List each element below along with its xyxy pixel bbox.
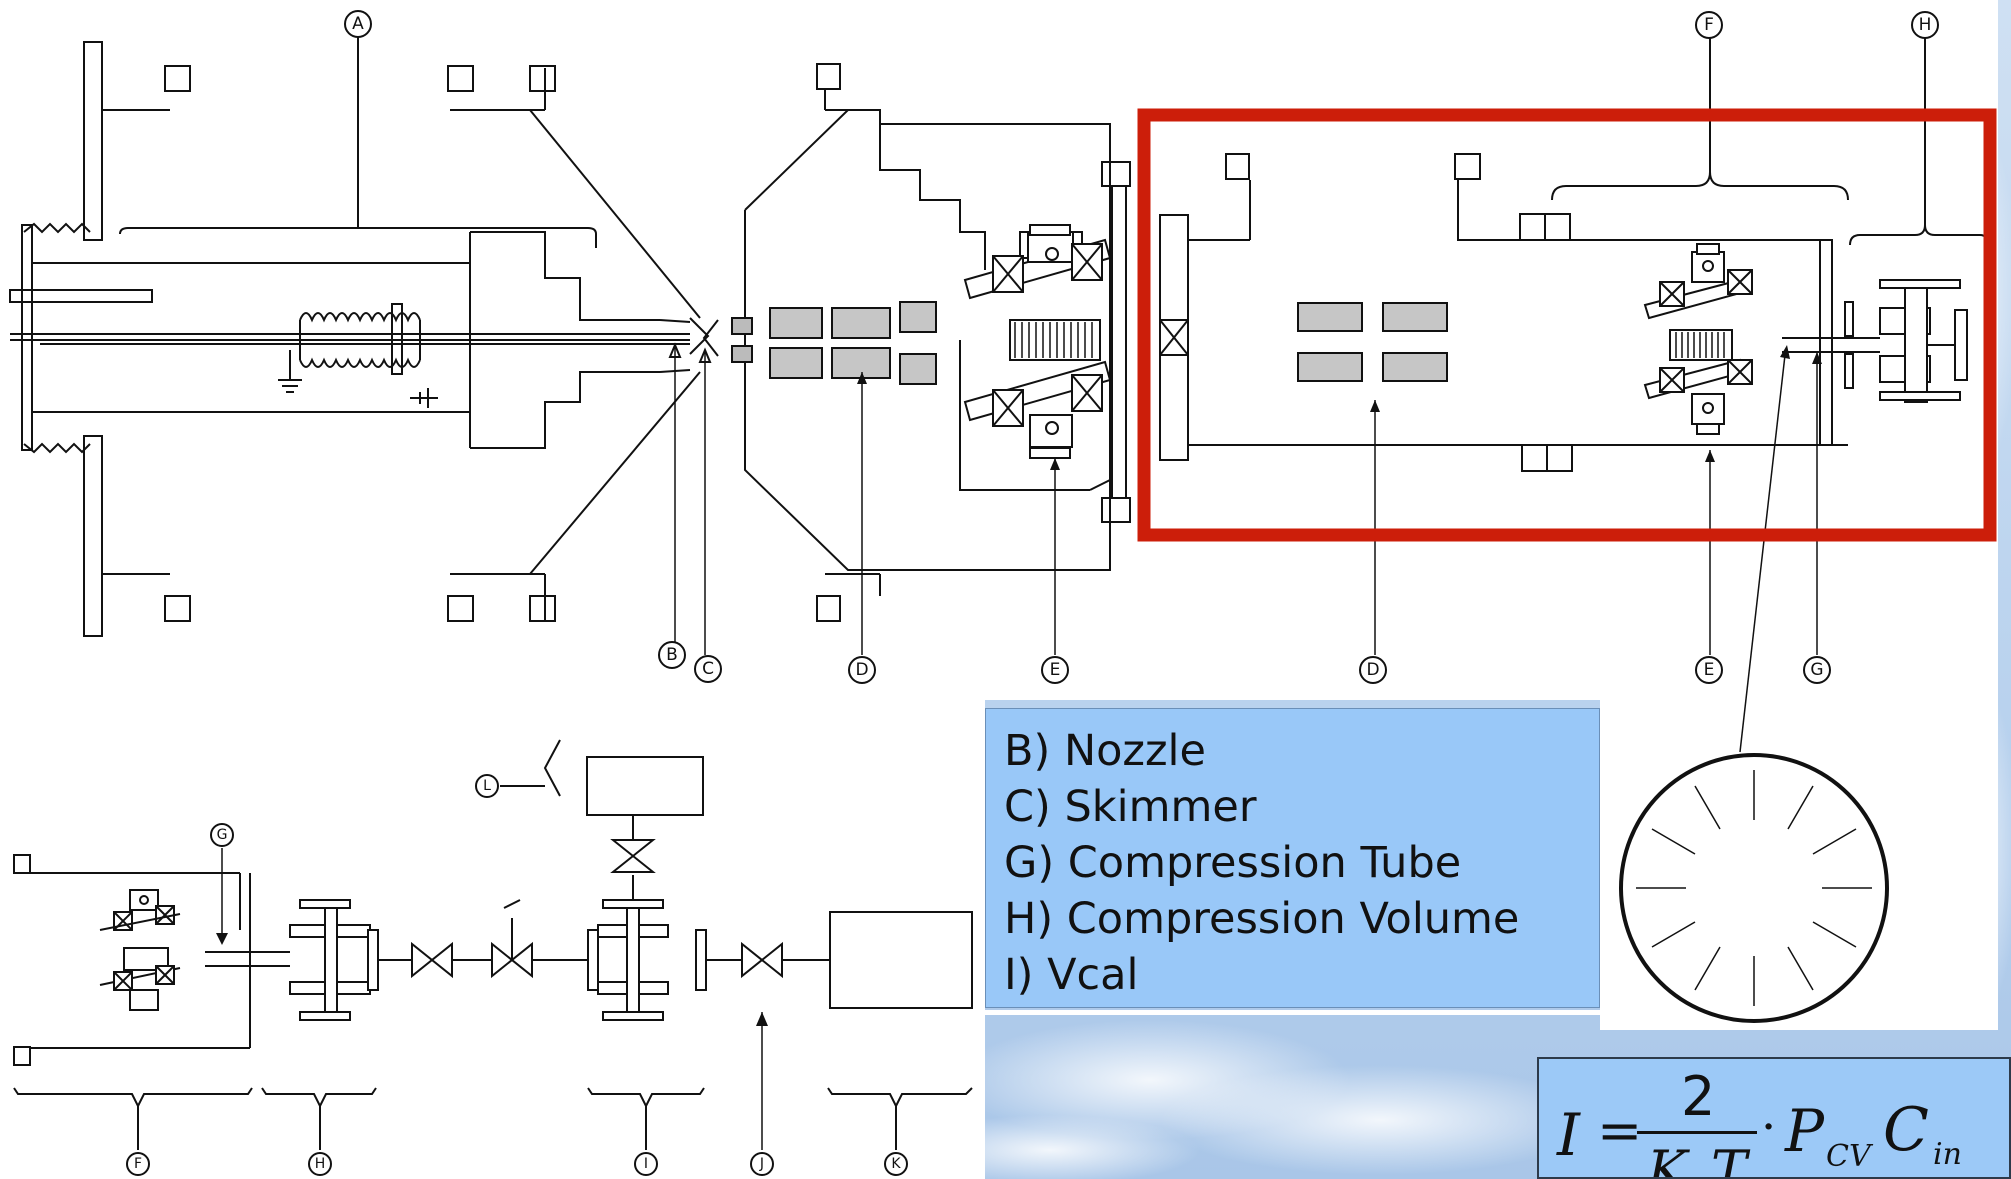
- legend-item-vcal: I) Vcal: [1004, 950, 1139, 1000]
- legend-item-skimmer: C) Skimmer: [1004, 782, 1257, 832]
- formula-p-subscript: CV: [1826, 1139, 1871, 1174]
- source-chamber: A B C: [9, 10, 722, 683]
- label-h-top: H: [1919, 15, 1932, 35]
- legend-item-compression-tube: G) Compression Tube: [1004, 838, 1462, 888]
- formula-denominator: K: [1647, 1139, 1688, 1179]
- middle-chamber: D E: [731, 63, 1131, 684]
- intensity-formula: I = 2 K T · P CV C in: [1537, 1057, 2011, 1179]
- analysis-chamber: F D E: [1159, 11, 1989, 753]
- label-f-top: F: [1704, 15, 1714, 35]
- fraction-bar: [1637, 1131, 1757, 1134]
- label-d-2: D: [1366, 660, 1379, 680]
- formula-dot: ·: [1761, 1099, 1777, 1155]
- label-g-top: G: [1810, 660, 1823, 680]
- legend-box: B) Nozzle C) Skimmer G) Compression Tube…: [985, 708, 1600, 1008]
- label-f-lower: F: [134, 1156, 142, 1172]
- label-d-1: D: [855, 660, 868, 680]
- legend-item-nozzle: B) Nozzle: [1004, 726, 1206, 776]
- label-g-lower: G: [217, 827, 228, 843]
- label-h-lower: H: [315, 1156, 326, 1172]
- label-e-2: E: [1704, 660, 1715, 680]
- label-c: C: [702, 659, 714, 679]
- label-a: A: [352, 14, 364, 34]
- label-k: K: [891, 1156, 901, 1172]
- calibration-schematic: G L F: [13, 739, 973, 1176]
- compression-tube-cross-section: [1619, 753, 1889, 1023]
- formula-c: C: [1883, 1095, 1929, 1165]
- highlight-frame: [1137, 108, 1997, 542]
- label-b: B: [666, 645, 678, 665]
- formula-denominator-t: T: [1711, 1139, 1748, 1179]
- label-j: J: [759, 1156, 764, 1172]
- lower-diagram-area: [0, 700, 985, 1179]
- formula-numerator: 2: [1681, 1065, 1716, 1128]
- legend-item-compression-volume: H) Compression Volume: [1004, 894, 1520, 944]
- formula-p: P: [1785, 1097, 1825, 1165]
- formula-c-subscript: in: [1933, 1137, 1962, 1172]
- formula-equals: =: [1597, 1099, 1643, 1162]
- label-e-1: E: [1050, 660, 1061, 680]
- label-l: L: [483, 778, 491, 794]
- formula-lhs: I: [1557, 1101, 1580, 1169]
- label-i: I: [644, 1156, 648, 1172]
